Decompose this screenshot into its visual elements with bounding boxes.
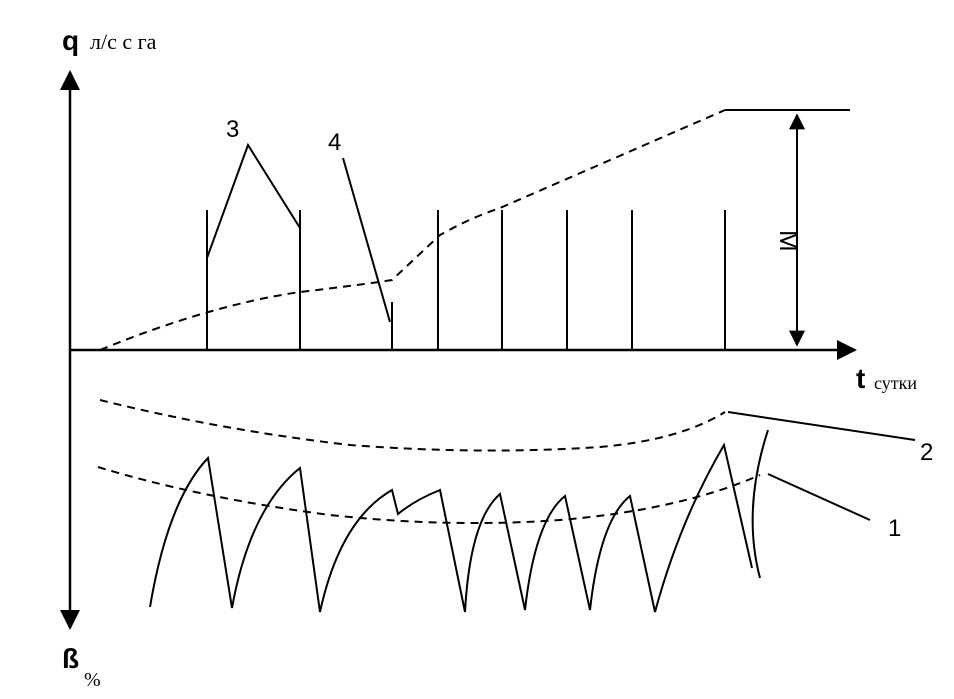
callout-2-leader: [727, 411, 916, 441]
callout-4-leader: [342, 157, 391, 323]
m-label: M: [774, 230, 804, 252]
callout-2-label: 2: [920, 439, 933, 466]
callout-3-leader: [206, 142, 301, 259]
final-rising-curve: [751, 429, 769, 579]
callout-1-leader: [767, 473, 871, 521]
lower-dashed-curve-2: [99, 399, 726, 452]
soil-moisture-sawtooth: [149, 442, 753, 613]
y-up-axis-unit: л/с с га: [90, 29, 157, 54]
callout-4-label: 4: [328, 129, 341, 156]
y-down-axis-symbol: ß: [62, 643, 79, 674]
irrigation-bars: [206, 210, 726, 350]
y-down-axis-unit: %: [84, 669, 101, 691]
x-axis-unit: сутки: [874, 373, 917, 393]
y-up-axis-symbol: q: [62, 25, 79, 56]
upper-dashed-curve: [99, 109, 726, 351]
callout-1-label: 1: [888, 515, 901, 542]
lower-dashed-curve-1: [97, 466, 761, 525]
callout-3-label: 3: [226, 116, 239, 143]
x-axis-symbol: t: [856, 363, 865, 394]
